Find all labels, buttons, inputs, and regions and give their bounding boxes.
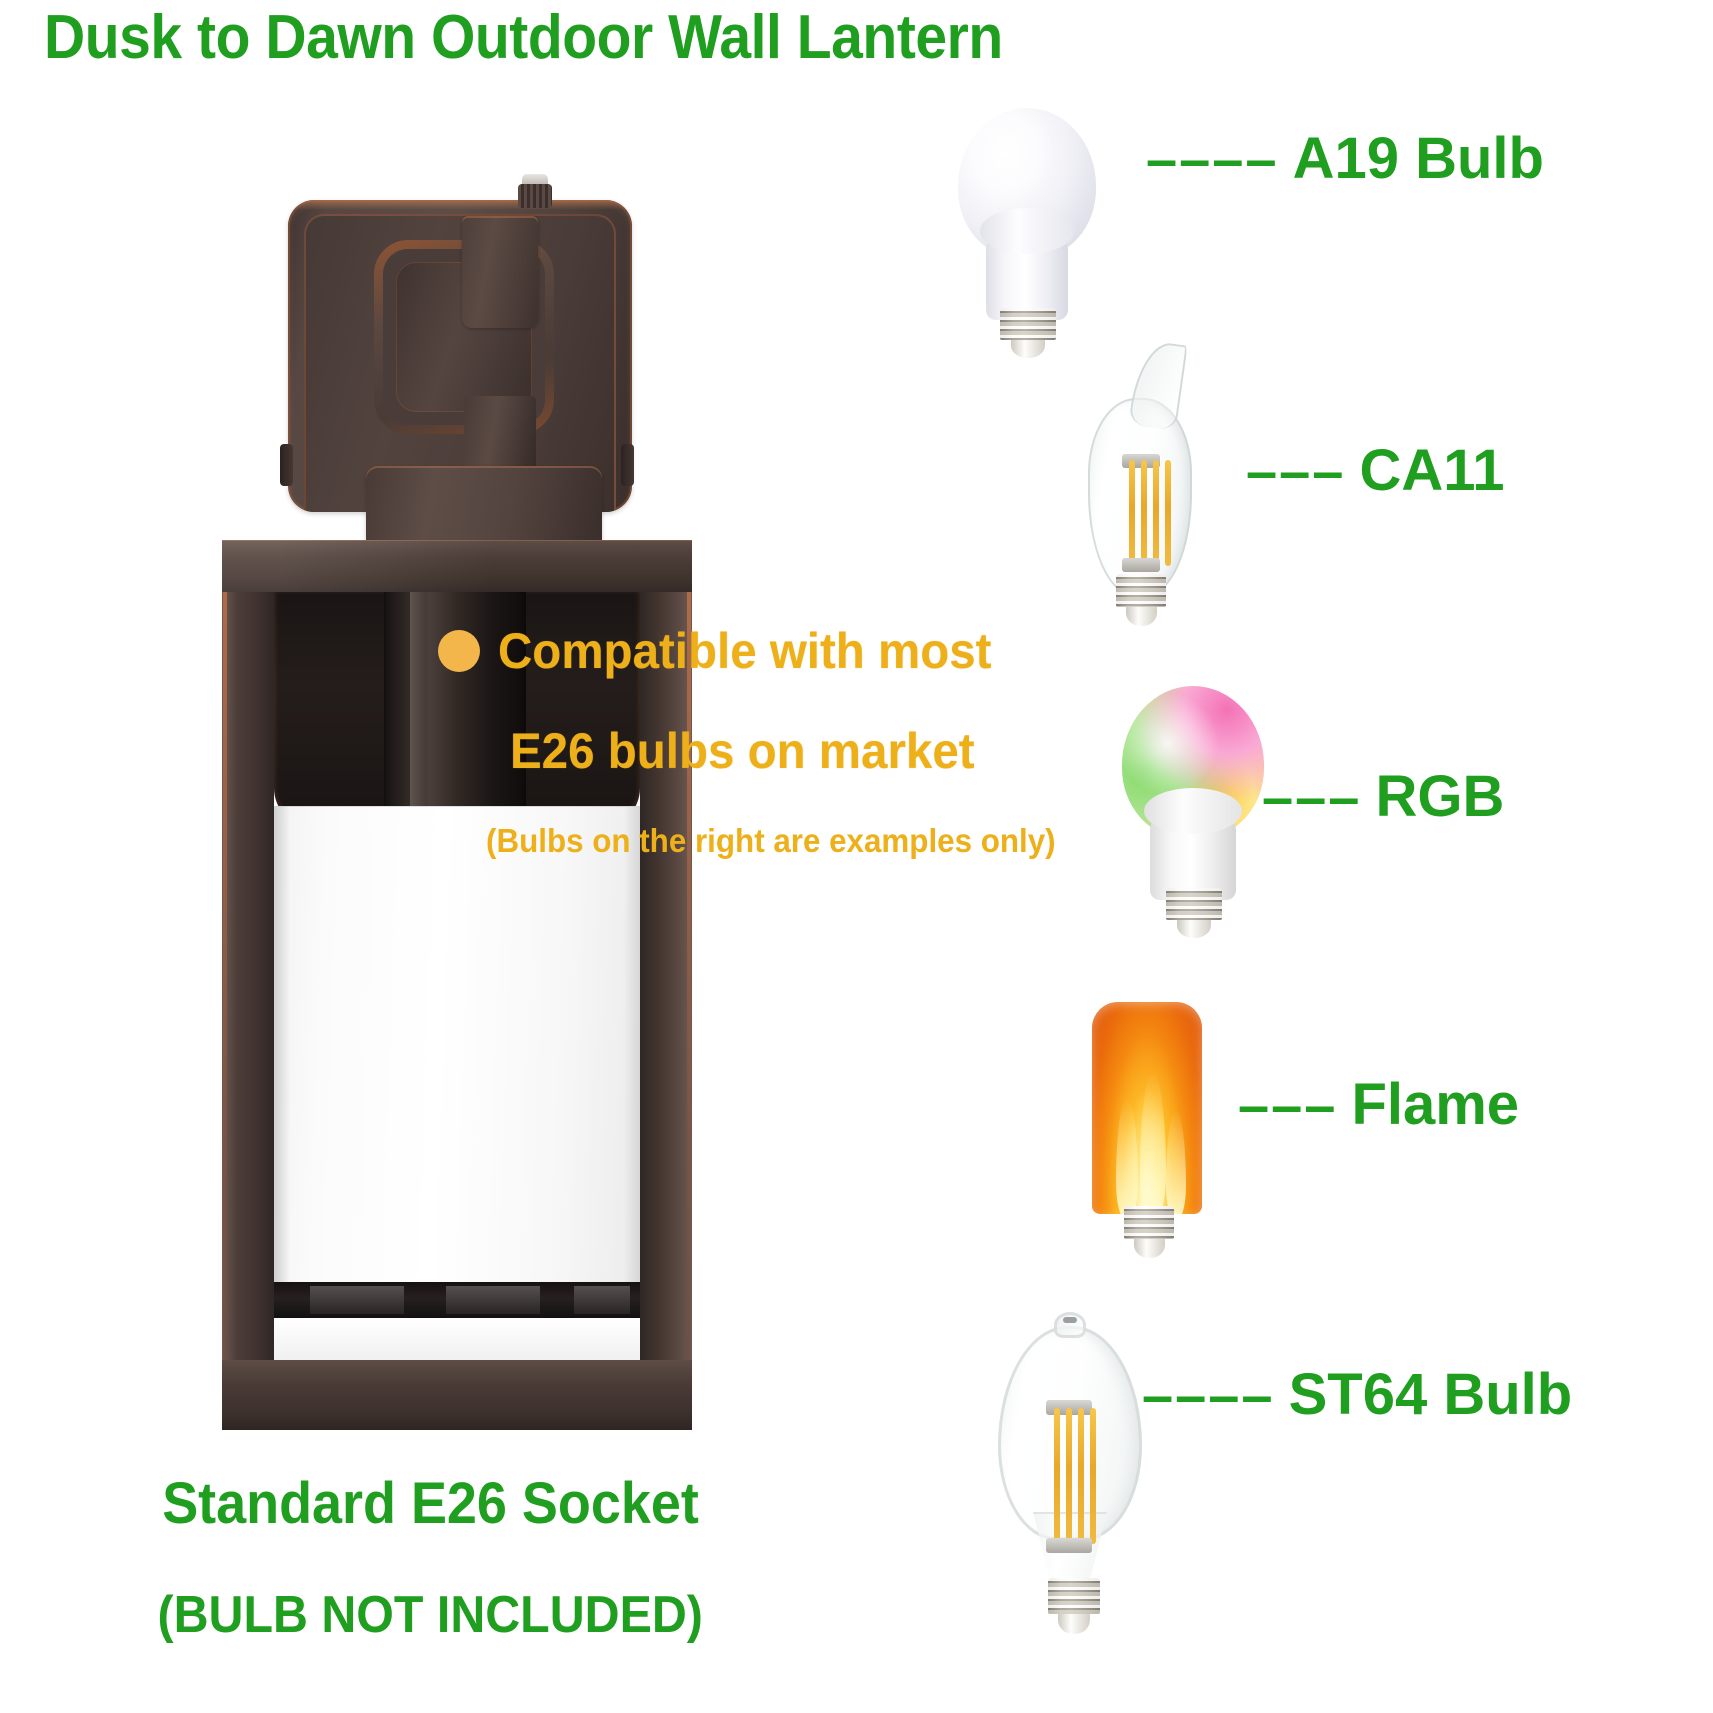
cage-bottom-rail [222, 1360, 692, 1430]
lantern-cage [222, 540, 692, 1430]
e26-base-icon [1116, 574, 1166, 626]
socket-type-label: Standard E26 Socket [161, 1471, 699, 1536]
bulb-label-a19: –––– A19 Bulb [1146, 126, 1544, 191]
bulb-label-rgb: ––– RGB [1262, 764, 1505, 829]
e26-base-icon [1000, 308, 1056, 358]
socket-shadow-box [274, 592, 640, 828]
bulb-label-st64: –––– ST64 Bulb [1142, 1362, 1573, 1427]
outdoor-wall-lantern-image [222, 168, 692, 1430]
ca11-candle-bulb-icon [1088, 339, 1206, 626]
e26-base-icon [1166, 888, 1222, 938]
dusk-to-dawn-photocell-sensor-icon [518, 174, 552, 210]
bail-strap [462, 216, 538, 328]
callout-line-1: Compatible with most [498, 623, 992, 679]
canopy [366, 466, 602, 550]
backplate-tab-right [621, 444, 634, 486]
e26-base-icon [1048, 1578, 1100, 1634]
page-title: Dusk to Dawn Outdoor Wall Lantern [44, 3, 1003, 72]
flame-effect-bulb-icon [1092, 1002, 1216, 1258]
a19-bulb-icon [958, 108, 1104, 358]
bulb-label-ca11: ––– CA11 [1246, 438, 1505, 503]
frosted-glass-panel [274, 806, 640, 1282]
lantern-interior [274, 592, 640, 1360]
backplate-tab-left [280, 444, 293, 486]
cage-post-right [640, 592, 692, 1392]
callout-line-2: E26 bulbs on market [510, 723, 975, 779]
bulb-label-flame: ––– Flame [1238, 1072, 1520, 1137]
bottom-diffuser [274, 1318, 640, 1360]
compatibility-callout: Compatible with most E26 bulbs on market… [438, 620, 1078, 860]
cage-post-left [222, 592, 274, 1392]
cage-top-rail [222, 540, 692, 598]
callout-disclaimer: (Bulbs on the right are examples only) [486, 822, 1056, 859]
bullet-dot-icon [438, 630, 480, 672]
glass-retainer-clips [274, 1282, 640, 1318]
bulb-not-included-note: (BULB NOT INCLUDED) [157, 1586, 703, 1644]
rgb-color-bulb-icon [1122, 686, 1272, 938]
st64-edison-bulb-icon [998, 1312, 1154, 1636]
e26-base-icon [1124, 1206, 1174, 1258]
